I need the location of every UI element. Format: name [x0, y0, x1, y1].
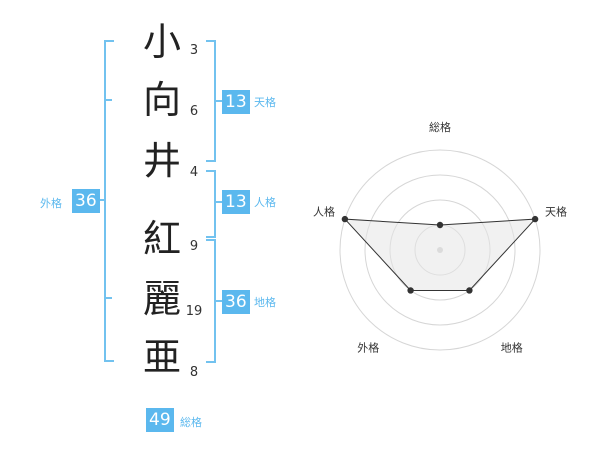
jinkaku-label: 人格	[254, 196, 276, 209]
soukaku-label: 総格	[180, 416, 202, 429]
char-4-strokes: 9	[189, 239, 199, 254]
tenkaku-value: 13	[222, 90, 250, 114]
gaikaku-bracket	[104, 40, 114, 362]
char-3-kanji: 井	[142, 139, 181, 183]
tenkaku-connector	[214, 100, 222, 102]
gaikaku-label: 外格	[40, 197, 62, 210]
radar-data-points	[341, 215, 539, 294]
char-5-kanji: 麗	[142, 277, 181, 321]
char-2-strokes: 6	[189, 104, 199, 119]
radar-point-5	[341, 215, 349, 223]
radar-ring-3	[364, 174, 516, 326]
char-2-kanji: 向	[142, 78, 181, 122]
gaikaku-bracket-tick-upper	[104, 99, 112, 101]
radar-point-4	[407, 287, 414, 294]
char-6-strokes: 8	[189, 365, 199, 380]
gaikaku-bracket-tick-lower	[104, 297, 112, 299]
chikaku-value: 36	[222, 290, 250, 314]
jinkaku-connector	[214, 201, 222, 203]
char-4-kanji: 紅	[142, 217, 181, 261]
radar-axis-label-1: 総格	[429, 120, 451, 134]
radar-data-polygon	[343, 218, 537, 291]
char-3-strokes: 4	[189, 165, 199, 180]
tenkaku-label: 天格	[254, 96, 276, 109]
gaikaku-connector	[96, 199, 105, 201]
radar-axis-label-2: 天格	[545, 204, 567, 218]
radar-point-1	[436, 221, 444, 229]
char-6-kanji: 亜	[142, 335, 181, 379]
radar-axis-label-4: 外格	[357, 341, 379, 355]
radar-axis-label-5: 人格	[313, 204, 335, 218]
soukaku-value: 49	[146, 408, 174, 432]
radar-point-2	[531, 215, 539, 223]
char-5-strokes: 19	[185, 304, 203, 319]
chikaku-label: 地格	[254, 296, 276, 309]
radar-axis-label-3: 地格	[501, 341, 523, 355]
radar-ring-4	[339, 149, 541, 351]
char-1-strokes: 3	[189, 43, 199, 58]
gaikaku-value: 36	[72, 189, 100, 213]
char-1-kanji: 小	[142, 20, 181, 64]
jinkaku-bracket	[206, 170, 216, 238]
chikaku-connector	[214, 300, 222, 302]
radar-point-3	[466, 287, 473, 294]
jinkaku-value: 13	[222, 190, 250, 214]
